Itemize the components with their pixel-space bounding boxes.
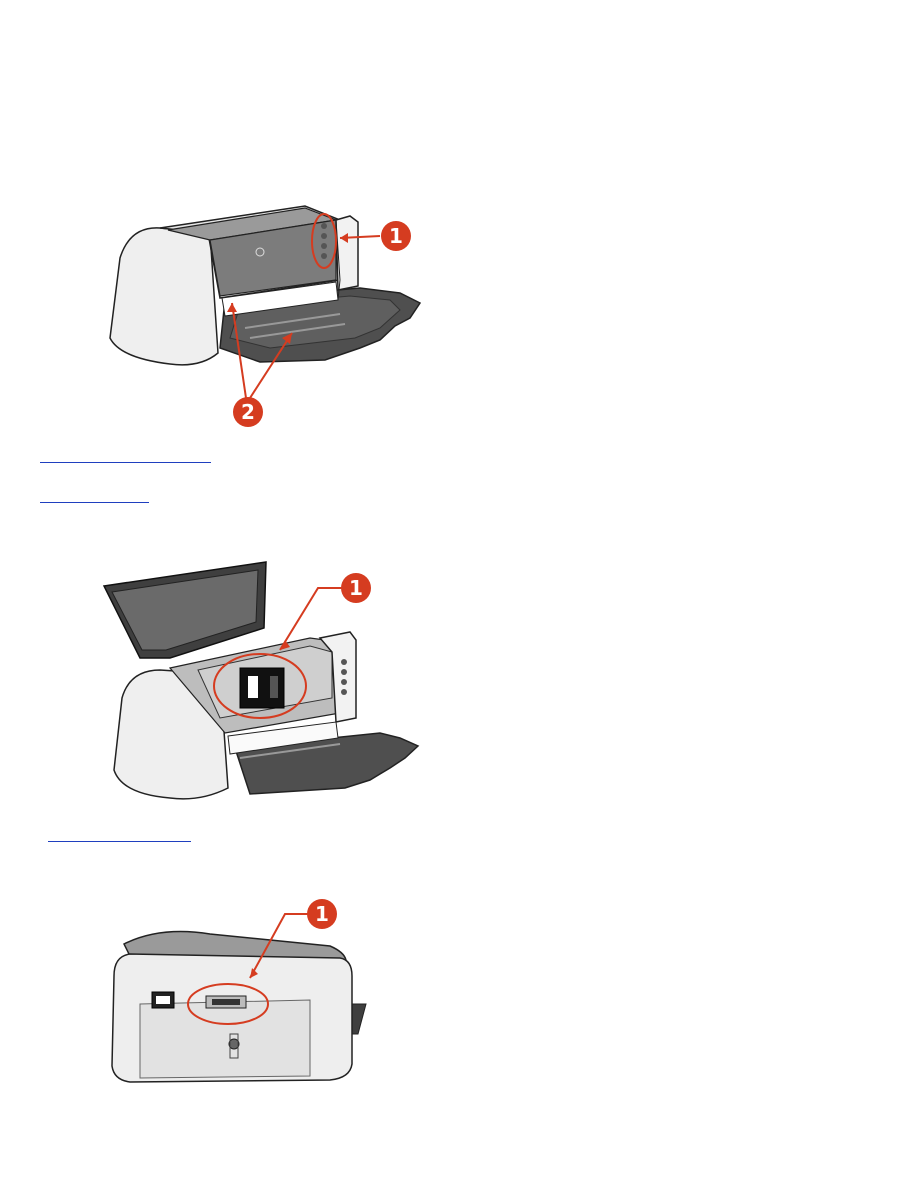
svg-text:2: 2 [241, 400, 255, 424]
link-3[interactable] [48, 827, 191, 842]
link-2[interactable] [40, 488, 149, 503]
printer-front-figure: 1 2 [109, 205, 422, 427]
svg-text:1: 1 [389, 224, 403, 248]
printer-rear-figure: 1 [111, 899, 367, 1083]
svg-text:1: 1 [349, 576, 363, 600]
printer-front-icon [109, 205, 422, 366]
callout-2-front: 2 [233, 397, 263, 427]
callout-1-rear: 1 [307, 899, 337, 929]
printer-interior-figure: 1 [102, 561, 420, 800]
callout-1-interior: 1 [341, 573, 371, 603]
link-1[interactable] [40, 448, 211, 463]
svg-text:1: 1 [315, 902, 329, 926]
printer-open-icon [102, 561, 420, 800]
printer-rear-icon [111, 930, 367, 1083]
callout-1-front: 1 [381, 221, 411, 251]
